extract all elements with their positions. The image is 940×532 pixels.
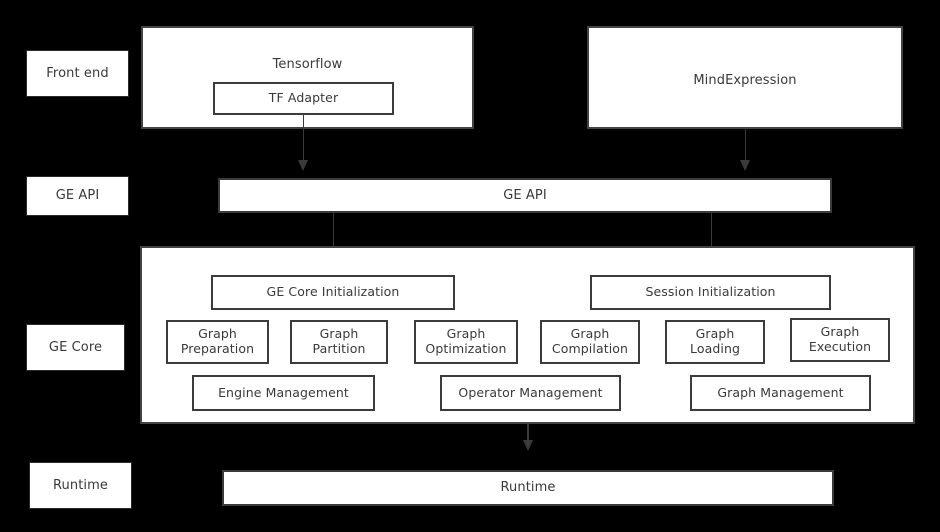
module-graph-execution: Graph Execution [790, 318, 890, 362]
module-graph-partition-line2: Partition [312, 341, 366, 356]
module-graph-preparation: Graph Preparation [166, 320, 269, 364]
arrowhead-ge-core-to-runtime [522, 440, 533, 451]
module-operator-management: Operator Management [440, 375, 621, 411]
layer-label-ge-api-text: GE API [55, 188, 100, 204]
module-graph-loading: Graph Loading [665, 320, 765, 364]
layer-label-front-end-text: Front end [46, 65, 109, 81]
layer-label-ge-core: GE Core [26, 324, 125, 371]
layer-label-ge-api: GE API [26, 176, 129, 216]
connector-tf-adapter-to-ge-api [302, 115, 305, 163]
module-graph-compilation: Graph Compilation [540, 320, 640, 364]
arrowhead-tf-adapter-to-ge-api [298, 160, 308, 171]
arrowhead-mindexpression-to-ge-api [740, 160, 750, 171]
layer-label-ge-core-text: GE Core [48, 339, 103, 355]
connector-mindexpression-to-ge-api [744, 129, 747, 163]
module-graph-optimization-line2: Optimization [425, 341, 507, 356]
module-engine-management-label: Engine Management [218, 384, 349, 400]
runtime-bar: Runtime [222, 470, 834, 506]
module-graph-loading-line2: Loading [689, 341, 741, 356]
session-initialization-label: Session Initialization [645, 284, 776, 300]
module-graph-partition-line1: Graph [319, 326, 359, 342]
mindexpression-container: MindExpression [587, 26, 903, 129]
tf-adapter-label: TF Adapter [268, 90, 339, 106]
module-graph-compilation-line2: Compilation [551, 341, 629, 356]
module-graph-preparation-line2: Preparation [180, 341, 255, 356]
ge-core-initialization-label: GE Core Initialization [266, 284, 400, 300]
module-graph-management: Graph Management [690, 375, 871, 411]
module-graph-preparation-line1: Graph [198, 326, 237, 342]
module-graph-optimization: Graph Optimization [414, 320, 518, 364]
ge-api-bar: GE API [218, 178, 832, 213]
layer-label-runtime-text: Runtime [53, 477, 108, 493]
module-operator-management-label: Operator Management [458, 384, 603, 400]
module-graph-compilation-line1: Graph [570, 326, 610, 342]
layer-label-front-end: Front end [26, 50, 129, 97]
module-graph-loading-line1: Graph [695, 326, 735, 342]
connector-ge-api-to-ge-core-init [332, 213, 335, 260]
session-initialization-box: Session Initialization [590, 275, 831, 310]
module-graph-optimization-line1: Graph [446, 326, 486, 342]
module-graph-execution-line2: Execution [808, 339, 872, 354]
layer-label-runtime: Runtime [29, 462, 132, 509]
connector-ge-core-to-runtime [527, 424, 529, 448]
module-graph-partition: Graph Partition [290, 320, 388, 364]
module-graph-execution-line1: Graph [820, 324, 860, 340]
tf-adapter-box: TF Adapter [213, 82, 394, 115]
connector-ge-api-to-session-init [710, 213, 713, 260]
mindexpression-title: MindExpression [693, 73, 797, 88]
runtime-bar-label: Runtime [500, 480, 556, 496]
tensorflow-title: Tensorflow [272, 57, 343, 72]
ge-core-initialization-box: GE Core Initialization [211, 275, 455, 310]
module-graph-management-label: Graph Management [717, 384, 844, 400]
ge-api-bar-label: GE API [503, 187, 547, 203]
module-engine-management: Engine Management [192, 375, 375, 411]
